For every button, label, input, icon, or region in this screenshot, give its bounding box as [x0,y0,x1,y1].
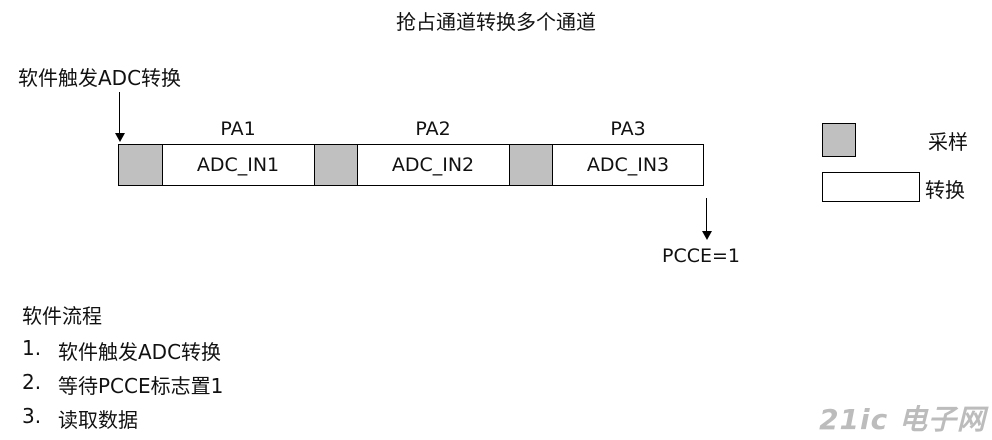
pin-label-pa2: PA2 [415,118,451,140]
pcce-label: PCCE=1 [662,245,741,267]
flow-title: 软件流程 [22,304,102,328]
flow-step: 2. 等待PCCE标志置1 [22,370,223,399]
flow-step-text: 软件触发ADC转换 [58,340,222,364]
flow-step-number: 3. [22,404,42,428]
legend-convert-label: 转换 [925,178,965,202]
trigger-arrow-head [115,133,125,142]
legend-convert-swatch [822,172,920,202]
convert-segment-3: ADC_IN3 [552,144,704,186]
timeline-divider [357,144,358,186]
pin-label-pa1: PA1 [220,118,256,140]
convert-segment-1: ADC_IN1 [162,144,314,186]
timeline-divider [509,144,510,186]
pin-label-pa3: PA3 [610,118,646,140]
trigger-label: 软件触发ADC转换 [18,66,182,90]
flow-step-text: 读取数据 [58,408,138,432]
trigger-arrow-shaft [119,92,120,134]
timeline-divider [314,144,315,186]
watermark-logo: 21ic 电子网 [819,403,986,436]
legend-sample-swatch [822,123,856,157]
flow-step: 3. 读取数据 [22,404,138,433]
flow-step-text: 等待PCCE标志置1 [58,374,224,398]
timeline-divider [552,144,553,186]
legend-sample-label: 采样 [928,130,968,154]
flow-step-number: 2. [22,370,42,394]
sample-segment-3 [509,144,552,186]
timeline-border [118,144,704,186]
sample-segment-1 [118,144,162,186]
convert-segment-2: ADC_IN2 [357,144,509,186]
flow-step: 1. 软件触发ADC转换 [22,336,221,365]
end-arrow-head [702,231,712,240]
end-arrow-shaft [706,198,707,232]
timeline-divider [162,144,163,186]
sample-segment-2 [314,144,357,186]
diagram-title: 抢占通道转换多个通道 [396,10,596,34]
flow-step-number: 1. [22,336,42,360]
